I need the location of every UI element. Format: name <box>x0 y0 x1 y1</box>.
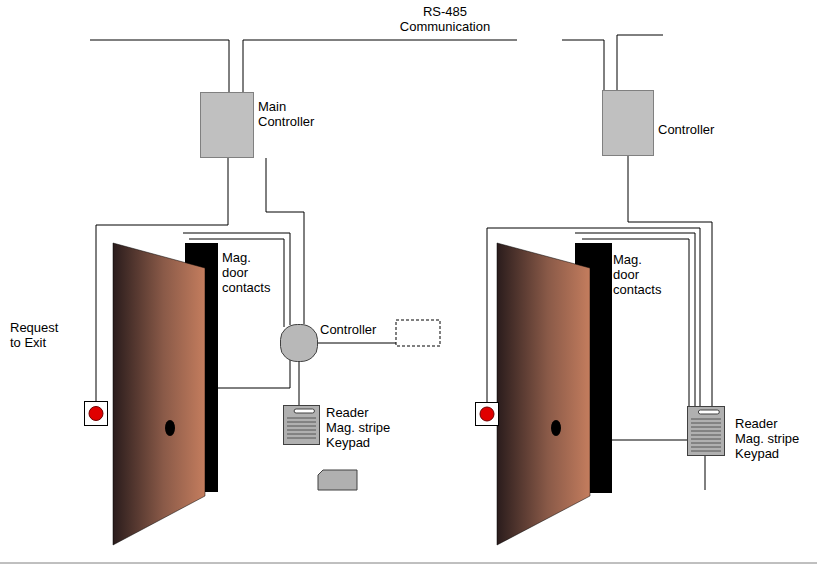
reader-key-row <box>287 438 316 439</box>
reader-key-row <box>691 451 721 452</box>
exit-button: Request to Exit <box>84 401 108 426</box>
reader-key-row <box>287 430 316 431</box>
signal-wire <box>299 362 300 405</box>
reader-body <box>284 406 320 445</box>
node-label: Reader Mag. stripe Keypad <box>326 405 398 450</box>
expansion-wire <box>318 343 396 344</box>
card-reader-outline <box>283 405 320 445</box>
contact-label: Mag. door contacts <box>222 250 278 295</box>
reader-key-row <box>691 431 721 432</box>
reader-key-row <box>691 447 721 448</box>
reader-key-row <box>691 423 721 424</box>
mag-stripe-card <box>318 470 357 490</box>
sub-controller-outline <box>280 324 318 362</box>
card-reader: Reader Mag. stripe Keypad <box>283 405 320 445</box>
controller-oval <box>281 325 318 362</box>
door-panel <box>497 243 590 545</box>
card-reader: Reader Mag. stripe Keypad <box>687 406 725 456</box>
button-plate <box>85 402 108 426</box>
node-label: Controller <box>658 122 724 137</box>
lock-wire <box>213 360 290 388</box>
door-knob <box>165 420 175 436</box>
node-label: Reader Mag. stripe Keypad <box>735 416 807 461</box>
reader-key-row <box>691 435 721 436</box>
power-wire <box>705 456 706 490</box>
reader-slot <box>698 410 719 414</box>
signal-wire <box>96 158 228 401</box>
signal-wire <box>628 156 712 406</box>
reader-key-row <box>691 419 721 420</box>
door-knob <box>551 420 561 436</box>
controller-box <box>201 93 254 158</box>
reader-key-row <box>287 422 316 423</box>
sub-controller: Controller <box>280 324 318 362</box>
bus-label: RS-485 Communication <box>395 4 495 34</box>
bus-wire <box>617 35 663 90</box>
main-controller-outline <box>200 92 254 158</box>
bus-wire <box>243 40 517 92</box>
bus-wire <box>90 40 229 92</box>
exit-button-outline <box>84 401 108 426</box>
reader-slot <box>294 409 314 413</box>
door-controller: Controller <box>602 90 654 156</box>
reader-body <box>688 407 725 456</box>
reader-key-row <box>287 418 316 419</box>
node-label: Main Controller <box>258 99 324 129</box>
reader-key-row <box>287 426 316 427</box>
contact-label: Mag. door contacts <box>613 252 669 297</box>
card-reader-outline <box>687 406 725 456</box>
signal-wire <box>266 158 304 324</box>
button-light <box>89 407 103 421</box>
optional-unit <box>396 320 440 346</box>
reader-key-row <box>691 443 721 444</box>
exit-button <box>476 403 499 426</box>
door-panel <box>113 243 205 545</box>
reader-key-row <box>287 434 316 435</box>
bottom-rule <box>0 563 817 564</box>
node-label: Request to Exit <box>10 320 72 350</box>
node-label: Controller <box>320 322 390 337</box>
reader-key-row <box>691 439 721 440</box>
reader-key-row <box>691 427 721 428</box>
exit-button-light <box>480 407 494 421</box>
bus-wire <box>562 40 604 90</box>
door-controller-outline <box>602 90 654 156</box>
main-controller: Main Controller <box>200 92 254 158</box>
controller-box <box>603 91 654 156</box>
